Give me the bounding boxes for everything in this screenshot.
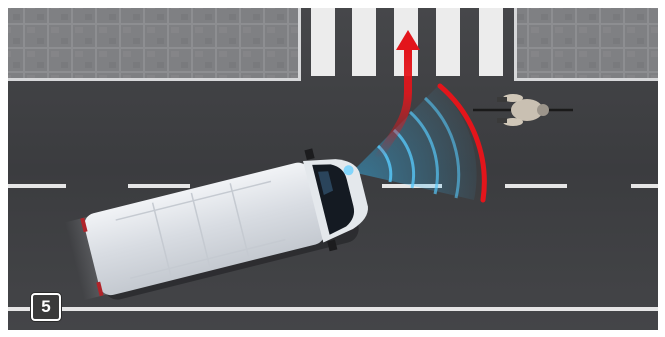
sidewalk-left: [8, 8, 301, 81]
sidewalk-right: [514, 8, 658, 81]
step-number-badge: 5: [31, 293, 61, 321]
